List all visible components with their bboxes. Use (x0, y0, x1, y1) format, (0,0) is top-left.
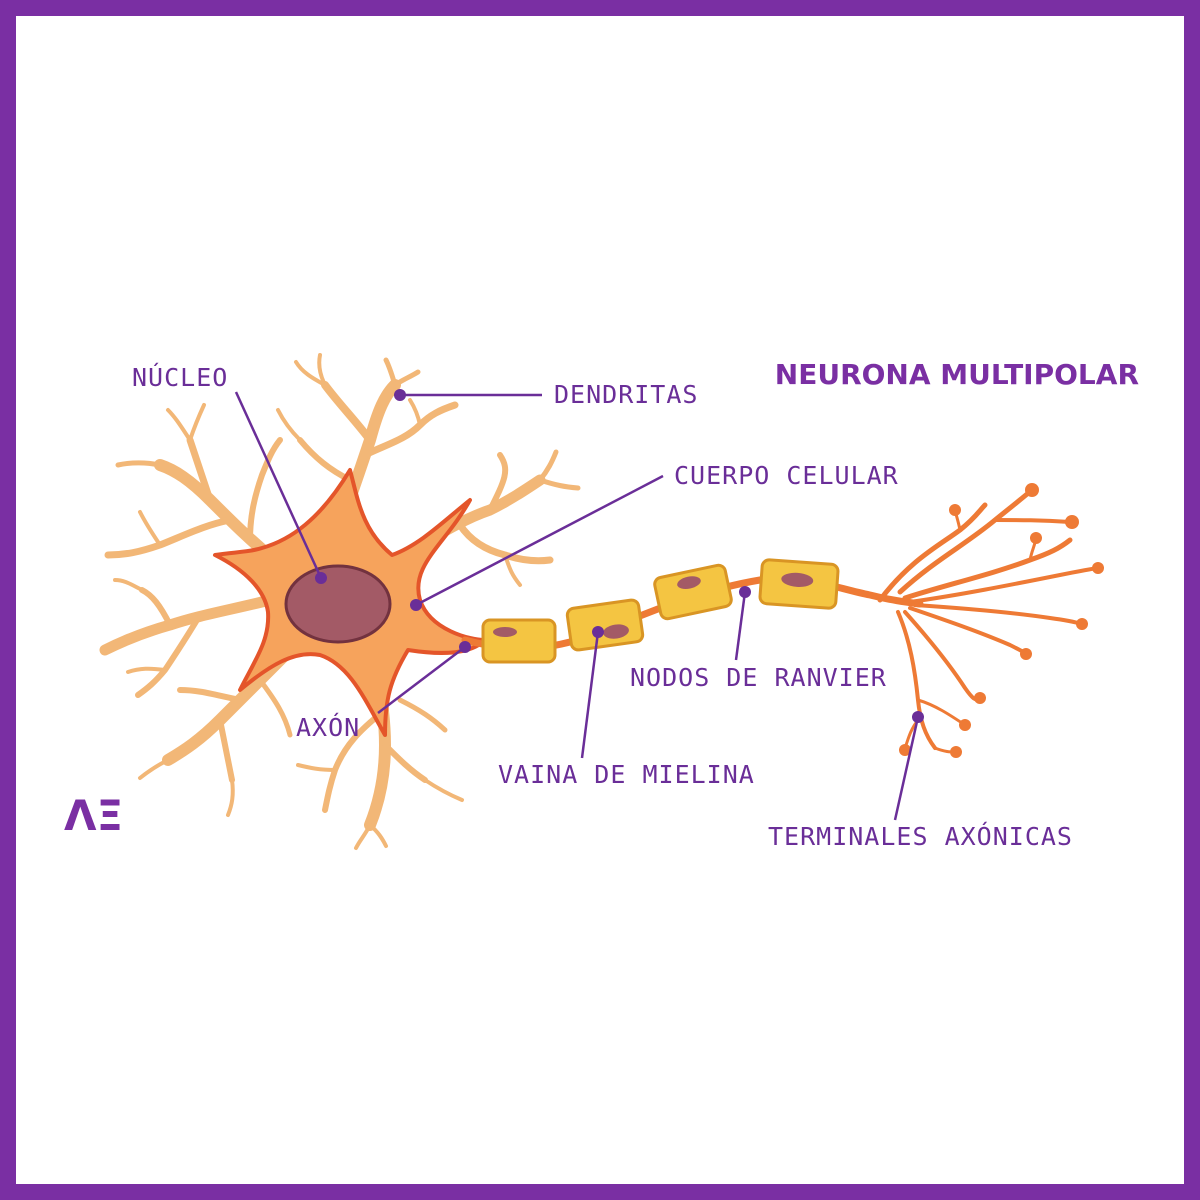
leader-mielina (580, 626, 604, 759)
nucleus (284, 564, 392, 644)
label-axon: AXÓN (296, 712, 360, 742)
leader-cuerpo (410, 474, 664, 611)
leader-terminales (893, 711, 924, 821)
label-cuerpo-celular: CUERPO CELULAR (674, 461, 899, 490)
leader-ranvier (734, 586, 751, 661)
label-nodos-ranvier: NODOS DE RANVIER (630, 663, 887, 692)
label-dendritas: DENDRITAS (554, 380, 698, 409)
terminal-knobs (899, 483, 1104, 758)
leader-nucleo (234, 391, 327, 584)
myelin-sheath (481, 558, 840, 664)
axon-terminals (877, 487, 1100, 754)
leader-dendritas (394, 389, 542, 401)
logo: ΛΞ (64, 791, 123, 840)
label-vaina-mielina: VAINA DE MIELINA (498, 760, 755, 789)
diagram-title: NEURONA MULTIPOLAR (775, 358, 1139, 391)
label-nucleo: NÚCLEO (132, 362, 228, 392)
label-terminales-axonicas: TERMINALES AXÓNICAS (768, 821, 1073, 851)
leader-axon (377, 641, 471, 714)
